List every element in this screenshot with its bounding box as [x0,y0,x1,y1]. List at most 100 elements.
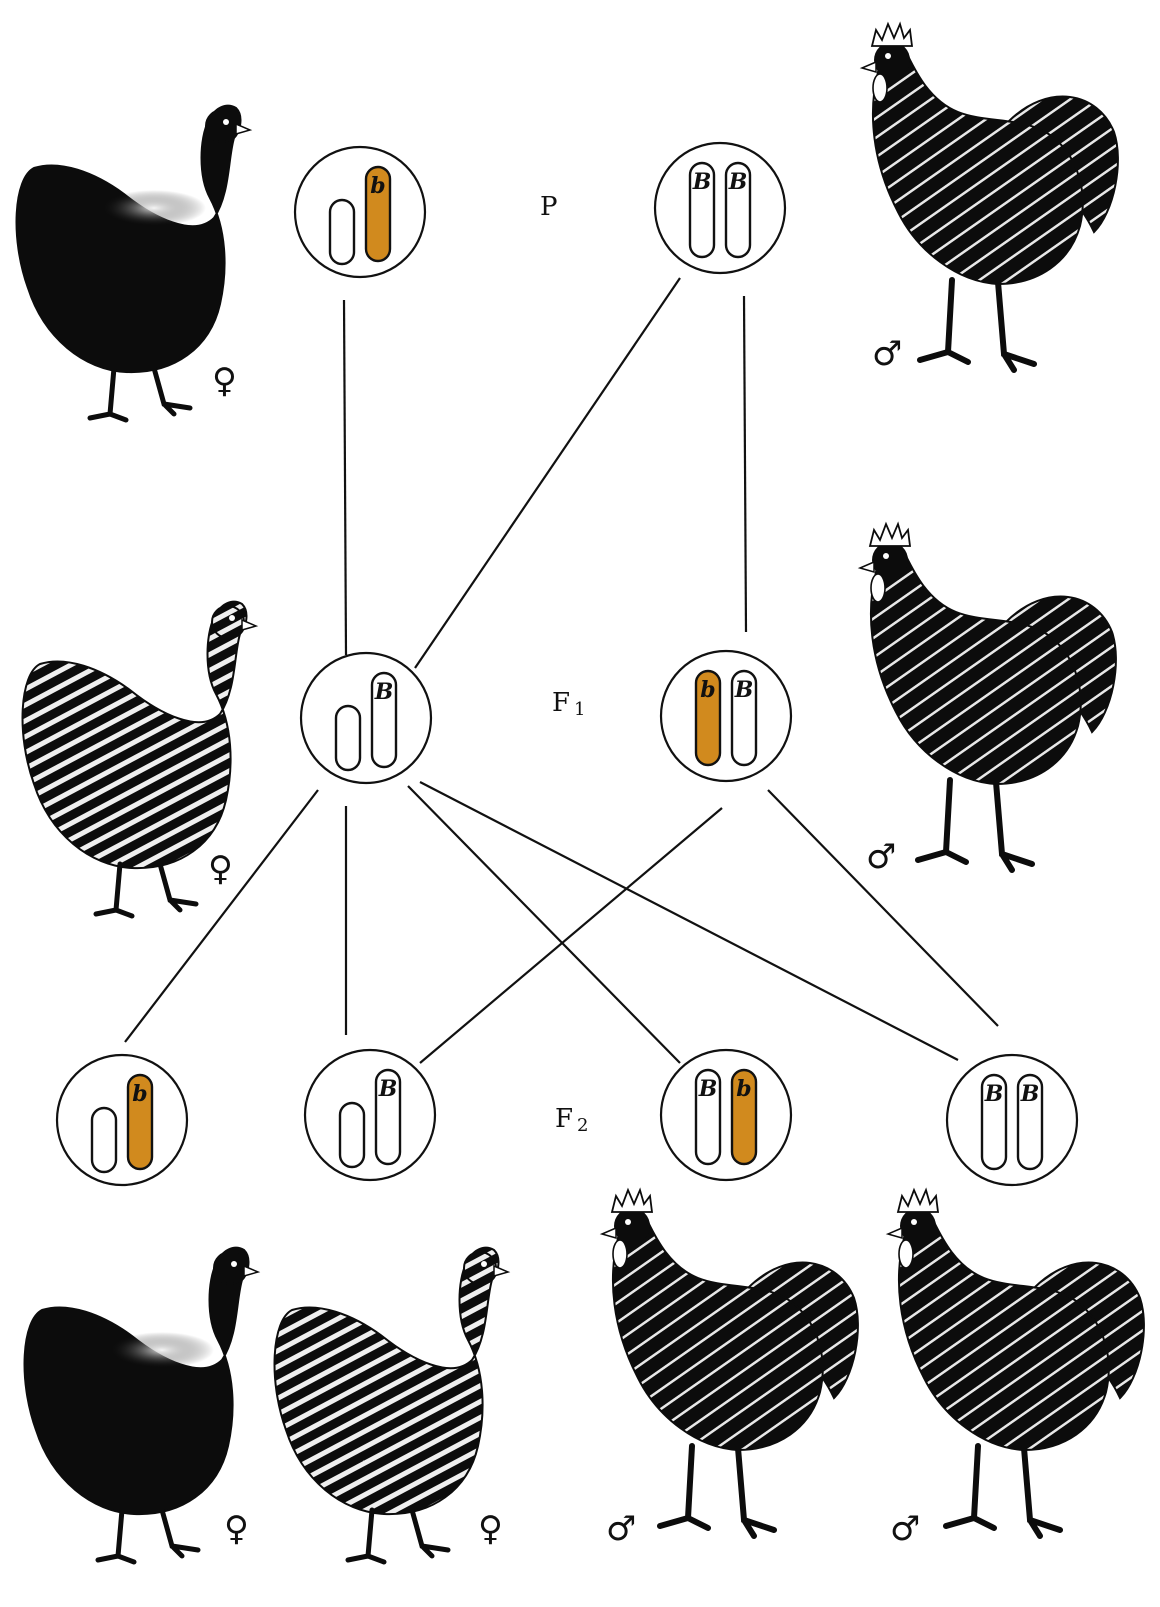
hen-body [23,1246,250,1516]
rooster-body [871,44,1084,286]
chromosome-mutant [364,165,392,263]
line-f1-male-to-f2-2 [419,807,723,1064]
rooster-comb [870,21,914,47]
chromosome-z [694,1068,722,1166]
rooster-eye [883,553,889,559]
allele-label: B [728,169,748,195]
male-symbol: ♂ [606,1509,636,1549]
allele-label: B [734,677,754,703]
chromosome-z [374,1068,402,1166]
hen-eye [229,615,235,621]
rooster-wattle [870,573,886,603]
hen-beak [241,618,259,631]
allele-label: B [378,1076,398,1102]
male-symbol: ♂ [872,334,902,374]
chromosome-w [90,1106,118,1174]
chromosome-z [1016,1073,1044,1171]
genotype-cell-f2-2: B [303,1048,437,1182]
rooster-head [872,542,908,578]
allele-label: B [374,679,394,705]
rooster-eye [911,1219,917,1225]
cell-circle [299,651,433,785]
male-symbol: ♂ [866,837,896,877]
hen-beak [235,122,253,135]
rooster-wattle [898,1239,914,1269]
line-f1-female-to-f2-3 [407,785,681,1064]
allele-label: B [698,1076,718,1102]
genotype-cell-p-female: b [293,145,427,279]
line-p-female-to-f1-female [342,299,348,656]
hen-legs [95,1507,201,1565]
allele-label: b [132,1081,147,1107]
allele-label: B [692,169,712,195]
chromosome-z [980,1073,1008,1171]
rooster-legs [917,277,1037,373]
chromosome-z [724,161,752,259]
hen-legs [87,365,193,423]
hen-head [211,605,245,639]
rooster-body [869,544,1082,786]
inheritance-lines [124,277,999,1064]
hen-eye [481,1261,487,1267]
rooster-legs [657,1443,777,1539]
line-f1-female-to-f2-4 [419,781,959,1061]
hen-beak [493,1264,511,1277]
genotype-cell-f2-1: b [55,1053,189,1187]
allele-label: B [984,1081,1004,1107]
hen-legs [345,1507,451,1565]
bird-f2-hen-barred [273,1246,511,1565]
rooster-beak [885,1226,903,1239]
chromosome-z [688,161,716,259]
rooster-comb [868,521,912,547]
hen-head [463,1251,497,1285]
hen-body [273,1246,500,1516]
rooster-head [614,1208,650,1244]
hen-eye [223,119,229,125]
generation-label-p: P [540,192,558,222]
line-f1-male-to-f2-4 [767,789,999,1027]
bird-illustrations: ♀♂♀♂♀♀♂♂ [15,21,1145,1565]
chromosome-z [730,669,758,767]
bird-f2-rooster-2 [885,1187,1145,1539]
rooster-comb [610,1187,654,1213]
rooster-beak [599,1226,617,1239]
allele-label: b [736,1076,751,1102]
allele-label: b [370,173,385,199]
rooster-body [611,1210,824,1452]
rooster-comb [896,1187,940,1213]
chromosome-w [328,198,356,266]
hen-head [213,1251,247,1285]
line-p-male-to-f1-male [742,295,748,633]
rooster-beak [859,60,877,73]
bird-f2-rooster-1 [599,1187,859,1539]
hen-head [205,109,239,143]
cell-circle [55,1053,189,1187]
male-symbol: ♂ [890,1509,920,1549]
cell-circle [293,145,427,279]
chromosome-mutant [126,1073,154,1171]
genotype-cell-f1-female: B [299,651,433,785]
chromosome-w [338,1101,366,1169]
female-symbol: ♀ [212,361,237,401]
bird-p-rooster [859,21,1119,373]
rooster-eye [885,53,891,59]
cell-circle [659,649,793,783]
female-symbol: ♀ [478,1509,503,1549]
rooster-wattle [612,1239,628,1269]
rooster-head [900,1208,936,1244]
hen-body [21,600,248,870]
rooster-eye [625,1219,631,1225]
rooster-body [897,1210,1110,1452]
bird-f1-hen [21,600,259,919]
allele-label: b [700,677,715,703]
rooster-legs [943,1443,1063,1539]
bird-f2-hen-black [23,1246,261,1565]
